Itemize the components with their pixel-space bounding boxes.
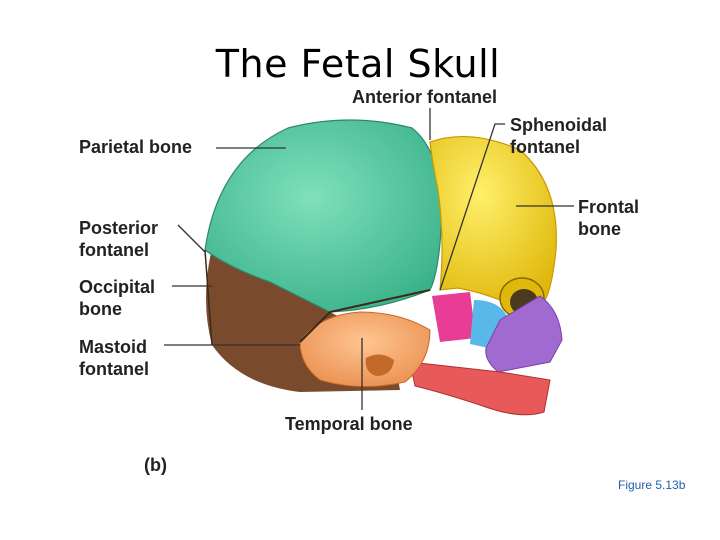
mandible-bone-shape [410,362,550,415]
label-anterior-fontanel: Anterior fontanel [352,86,497,108]
label-sphenoidal-fontanel: Sphenoidal fontanel [510,114,607,158]
label-mastoid-fontanel: Mastoid fontanel [79,336,149,380]
label-temporal-bone: Temporal bone [285,413,413,435]
label-frontal-bone: Frontal bone [578,196,639,240]
panel-letter: (b) [144,454,167,476]
figure-caption: Figure 5.13b [618,478,685,492]
frontal-bone-shape [430,137,556,300]
label-occipital-bone: Occipital bone [79,276,155,320]
label-posterior-fontanel: Posterior fontanel [79,217,158,261]
leader-posterior-fontanel [178,225,205,252]
sphenoid-bone-shape [432,292,476,342]
label-parietal-bone: Parietal bone [79,136,192,158]
